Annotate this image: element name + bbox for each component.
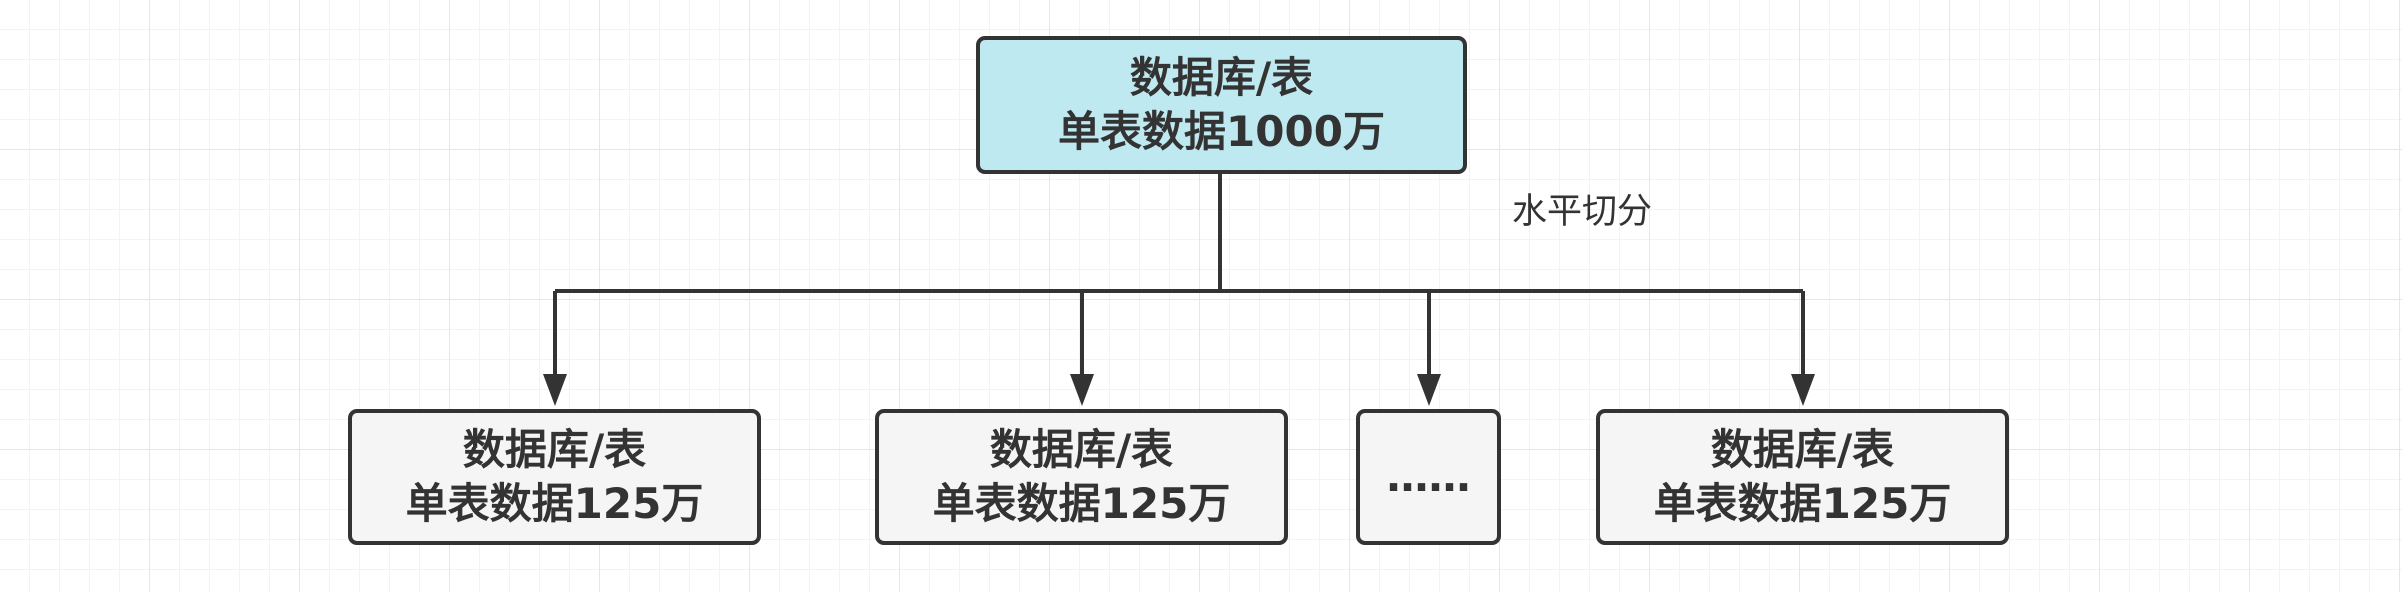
arrowhead-2 <box>1070 374 1094 406</box>
child-node-title: 数据库/表 <box>462 425 647 474</box>
child-node-1: 数据库/表 单表数据125万 <box>348 409 761 545</box>
ellipsis-text: …… <box>1386 452 1471 501</box>
child-node-subtitle: 单表数据125万 <box>932 479 1231 528</box>
child-node-subtitle: 单表数据125万 <box>405 479 704 528</box>
arrowhead-4 <box>1791 374 1815 406</box>
child-node-ellipsis: …… <box>1356 409 1501 545</box>
child-node-2: 数据库/表 单表数据125万 <box>875 409 1288 545</box>
edge-label: 水平切分 <box>1512 192 1653 232</box>
child-node-subtitle: 单表数据125万 <box>1653 479 1952 528</box>
root-node-subtitle: 单表数据1000万 <box>1058 107 1385 156</box>
child-node-title: 数据库/表 <box>989 425 1174 474</box>
arrowhead-1 <box>543 374 567 406</box>
root-node-title: 数据库/表 <box>1129 53 1314 102</box>
arrowhead-3 <box>1417 374 1441 406</box>
root-node: 数据库/表 单表数据1000万 <box>976 36 1467 174</box>
child-node-4: 数据库/表 单表数据125万 <box>1596 409 2009 545</box>
child-node-title: 数据库/表 <box>1710 425 1895 474</box>
